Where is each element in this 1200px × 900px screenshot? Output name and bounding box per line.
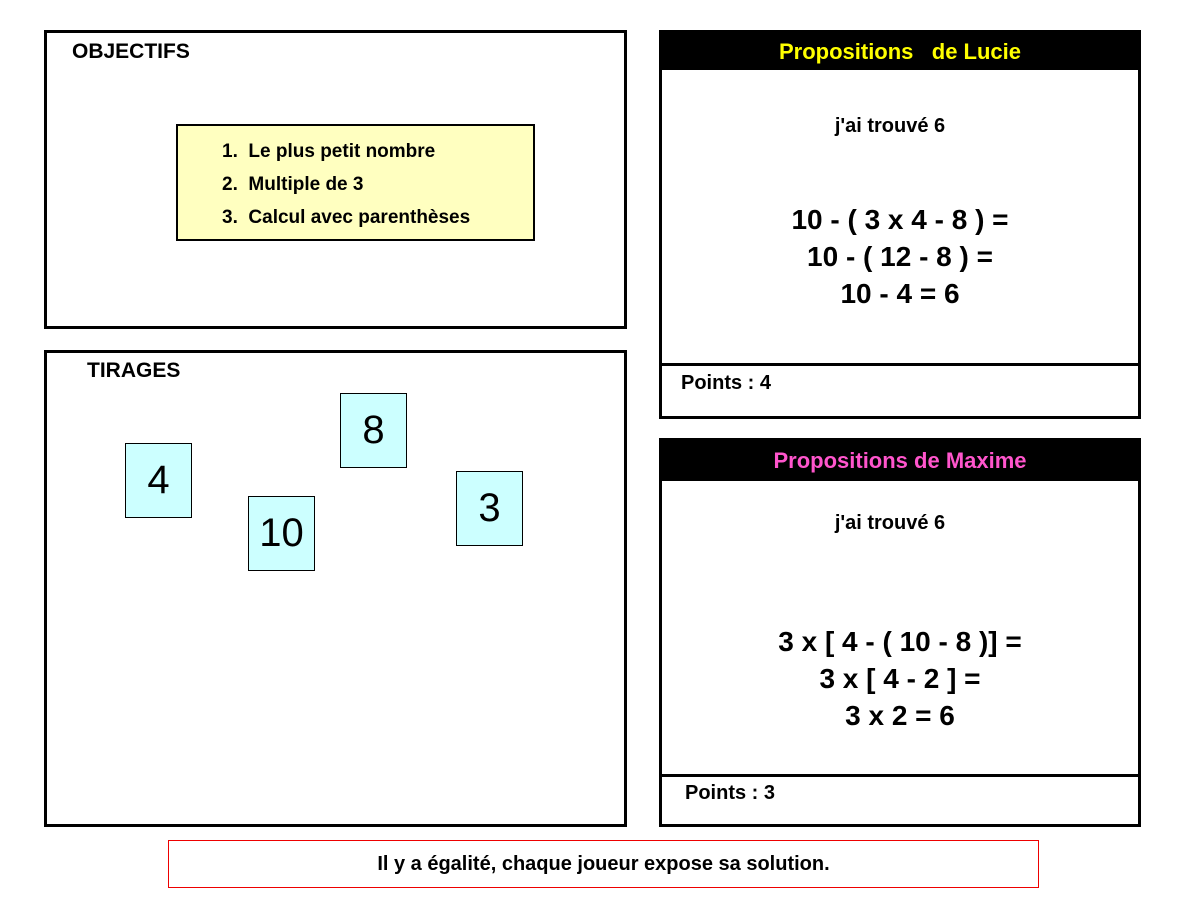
points-label: Points : 3 [685, 782, 776, 804]
lucie-header: Propositions de Lucie [662, 33, 1138, 70]
list-item: 2. Multiple de 3 [222, 174, 364, 195]
calc-line: 10 - ( 3 x 4 - 8 ) = [791, 204, 1009, 235]
number-card[interactable]: 8 [340, 393, 407, 468]
calc-line: 10 - 4 = 6 [840, 278, 960, 309]
number-card[interactable]: 10 [248, 496, 315, 571]
lucie-points: Points : 4 [662, 363, 1138, 416]
number-card[interactable]: 3 [456, 471, 523, 546]
calc-line: 10 - ( 12 - 8 ) = [807, 241, 993, 272]
calc-line: 3 x [ 4 - ( 10 - 8 )] = [778, 626, 1022, 657]
objectifs-list: 1. Le plus petit nombre 2. Multiple de 3… [176, 124, 535, 241]
lucie-found: j'ai trouvé 6 [834, 115, 946, 137]
maxime-found: j'ai trouvé 6 [834, 512, 946, 534]
number-card[interactable]: 4 [125, 443, 192, 518]
tirages-panel: TIRAGES [44, 350, 627, 827]
lucie-panel: Propositions de Lucie j'ai trouvé 6 10 -… [659, 30, 1141, 419]
calc-line: 3 x 2 = 6 [845, 700, 955, 731]
maxime-panel: Propositions de Maxime j'ai trouvé 6 3 x… [659, 438, 1141, 827]
list-item: 3. Calcul avec parenthèses [222, 207, 471, 228]
maxime-calc: 3 x [ 4 - ( 10 - 8 )] = 3 x [ 4 - 2 ] = … [662, 623, 1138, 734]
calc-line: 3 x [ 4 - 2 ] = [819, 663, 981, 694]
maxime-header: Propositions de Maxime [662, 441, 1138, 481]
status-message: Il y a égalité, chaque joueur expose sa … [168, 840, 1039, 888]
lucie-calc: 10 - ( 3 x 4 - 8 ) = 10 - ( 12 - 8 ) = 1… [662, 201, 1138, 312]
maxime-points: Points : 3 [662, 774, 1138, 824]
list-item: 1. Le plus petit nombre [222, 141, 436, 162]
objectifs-title: OBJECTIFS [72, 40, 190, 63]
points-label: Points : 4 [681, 372, 772, 394]
tirages-title: TIRAGES [87, 359, 181, 382]
